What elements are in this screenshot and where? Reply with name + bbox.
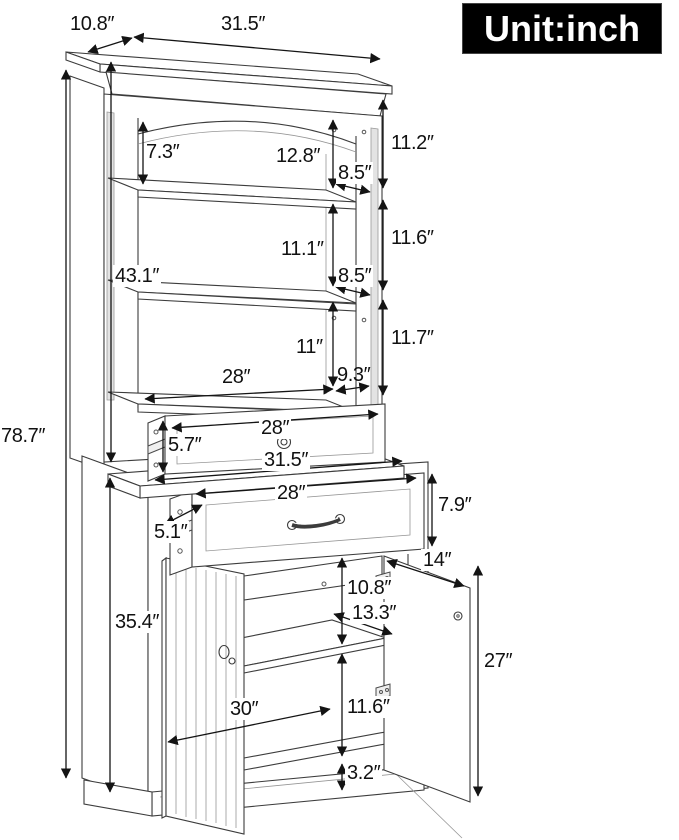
dim-bottom-shelf-depth: 9.3″ [337, 364, 371, 386]
dim-big-drawer-height: 7.9″ [438, 494, 472, 516]
dim-top-depth: 10.8″ [70, 13, 115, 35]
shelf-2 [107, 279, 357, 312]
right-door-knob [453, 611, 463, 621]
dim-top-width: 31.5″ [221, 13, 266, 35]
dim-plinth-height: 3.2″ [345, 762, 383, 784]
dim-overall-height: 78.7″ [1, 425, 46, 447]
dim-counter-width: 31.5″ [262, 449, 311, 471]
dim-interior-shelf-depth: 13.3″ [350, 602, 399, 624]
dim-shelf2-depth: 8.5″ [336, 265, 374, 287]
dim-top-drawer-width: 28″ [259, 417, 292, 439]
floor-line [395, 773, 463, 839]
dim-drawer-slide: 5.1″ [152, 521, 190, 543]
dim-shelf1-depth: 8.5″ [336, 162, 374, 184]
left-door-keyhole [228, 657, 236, 665]
shelf-pin [361, 317, 367, 323]
drawer-handle [286, 513, 346, 531]
dim-big-drawer-width: 28″ [275, 482, 308, 504]
dim-right-lower: 11.7″ [391, 327, 434, 349]
dim-lower-opening: 11″ [296, 336, 323, 358]
dim-interior-upper: 10.8″ [345, 577, 394, 599]
left-door [161, 556, 245, 835]
dim-hutch-inner-width: 28″ [222, 366, 251, 388]
dim-right-upper: 11.2″ [391, 132, 434, 154]
dimension-arrows [60, 32, 484, 797]
unit-badge: Unit:inch [462, 3, 662, 54]
hutch [65, 51, 393, 471]
dim-middle-opening: 11.1″ [281, 238, 324, 260]
shelf-pin [361, 129, 367, 135]
dim-interior-lower: 11.6″ [345, 696, 392, 718]
dim-arch-side-height: 7.3″ [146, 141, 180, 163]
dim-arch-center-height: 12.8″ [276, 145, 321, 167]
dim-interior-width: 30″ [228, 698, 261, 720]
dim-right-middle: 11.6″ [391, 227, 434, 249]
dim-lower-height: 35.4″ [113, 611, 162, 633]
dim-door-width: 14″ [421, 549, 454, 571]
dim-top-drawer-height: 5.7″ [166, 434, 204, 456]
cam-fitting [321, 581, 327, 587]
dim-door-height: 27″ [484, 650, 513, 672]
left-door-knob [218, 644, 230, 660]
shelf-1 [107, 177, 357, 210]
crown-cap-left [65, 51, 101, 73]
hutch-left-side [69, 75, 105, 471]
dim-hutch-height: 43.1″ [113, 265, 162, 287]
